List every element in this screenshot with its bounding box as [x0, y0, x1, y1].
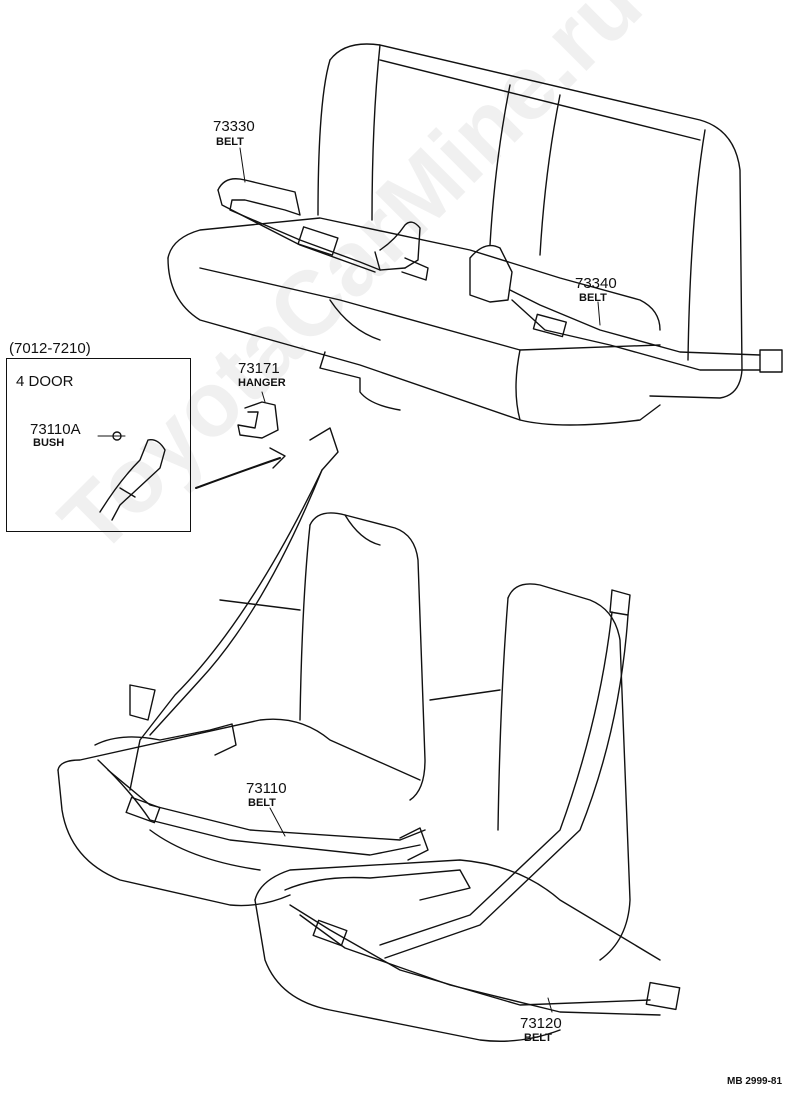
- belt-73110-shape: [94, 427, 429, 861]
- part-number-73171: 73171: [238, 360, 280, 377]
- part-number-73110A: 73110A: [30, 421, 81, 438]
- part-name-73171: HANGER: [238, 377, 286, 389]
- diagram-code: MB 2999-81: [727, 1076, 783, 1087]
- front-right-seat: [254, 583, 661, 1042]
- part-name-73110: BELT: [248, 797, 276, 809]
- rear-seat-cushion: [167, 217, 661, 426]
- part-number-73110: 73110: [246, 780, 287, 797]
- hanger-73171-shape: [237, 401, 279, 439]
- belt-73340-shape: [469, 244, 783, 373]
- part-number-73340: 73340: [575, 275, 617, 292]
- direction-arrow: [195, 457, 281, 489]
- part-name-73340: BELT: [579, 292, 607, 304]
- inset-range: (7012-7210): [9, 340, 91, 357]
- inset-box: [6, 358, 191, 532]
- front-left-seat: [57, 512, 426, 907]
- rear-seat-back: [317, 43, 743, 399]
- part-number-73120: 73120: [520, 1015, 562, 1032]
- part-name-73110A: BUSH: [33, 437, 65, 449]
- inset-body-type: 4 DOOR: [16, 373, 74, 390]
- leader-lines: [239, 147, 601, 1013]
- inset-bush-detail: [97, 431, 166, 521]
- part-name-73330: BELT: [216, 136, 244, 148]
- part-number-73330: 73330: [213, 118, 255, 135]
- belt-73330-shape: [217, 178, 429, 281]
- belt-73120-shape: [284, 589, 681, 1016]
- part-name-73120: BELT: [524, 1032, 552, 1044]
